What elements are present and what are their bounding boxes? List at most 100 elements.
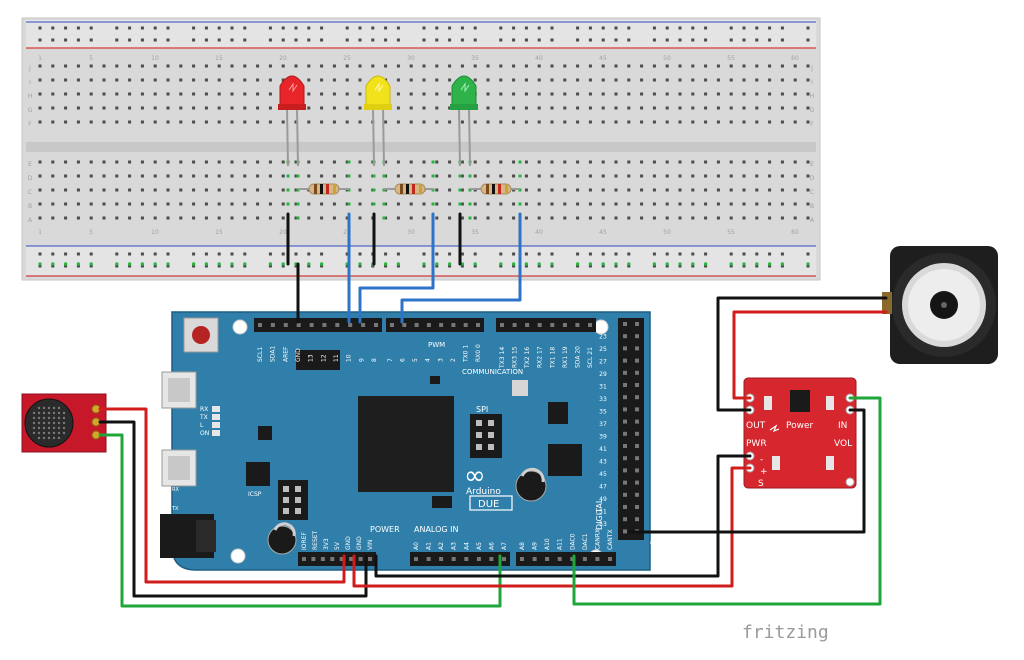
- breadboard-hole: [384, 120, 388, 124]
- breadboard-hole: [499, 120, 503, 124]
- pin-label: A7: [501, 542, 508, 550]
- breadboard-hole: [614, 252, 618, 256]
- breadboard-hole: [140, 92, 144, 96]
- breadboard-hole: [448, 64, 452, 68]
- breadboard-hole: [51, 202, 55, 206]
- breadboard-hole: [742, 264, 746, 268]
- breadboard-hole: [102, 188, 106, 192]
- breadboard-hole: [345, 92, 349, 96]
- arduino-logo: ∞ Arduino DUE: [464, 461, 513, 511]
- breadboard-hole: [307, 120, 311, 124]
- breadboard-hole: [729, 120, 733, 124]
- breadboard-hole: [550, 264, 554, 268]
- breadboard-hole: [691, 174, 695, 178]
- breadboard-hole: [806, 216, 810, 220]
- breadboard-hole: [256, 78, 260, 82]
- mic-mesh-dot: [37, 431, 41, 435]
- connected-hole: [614, 262, 618, 266]
- breadboard-hole: [576, 78, 580, 82]
- connected-hole: [115, 262, 119, 266]
- row-letter: D: [810, 175, 815, 182]
- breadboard-hole: [640, 106, 644, 110]
- breadboard-hole: [345, 106, 349, 110]
- breadboard-hole: [179, 64, 183, 68]
- breadboard-hole: [550, 26, 554, 30]
- breadboard-hole: [486, 78, 490, 82]
- breadboard-hole: [217, 160, 221, 164]
- breadboard-hole: [473, 64, 477, 68]
- breadboard-hole: [512, 92, 516, 96]
- breadboard-hole: [281, 202, 285, 206]
- breadboard-hole: [755, 252, 759, 256]
- breadboard-hole: [793, 174, 797, 178]
- column-number-bottom: 10: [151, 229, 159, 236]
- breadboard-hole: [460, 264, 464, 268]
- breadboard-hole: [588, 106, 592, 110]
- breadboard-hole: [435, 160, 439, 164]
- breadboard-hole: [51, 160, 55, 164]
- breadboard-hole: [294, 38, 298, 42]
- breadboard-hole: [576, 264, 580, 268]
- breadboard-hole: [320, 26, 324, 30]
- breadboard-hole: [166, 92, 170, 96]
- breadboard-hole: [358, 188, 362, 192]
- breadboard-hole: [473, 216, 477, 220]
- connected-hole: [217, 262, 221, 266]
- breadboard-hole: [614, 120, 618, 124]
- connected-hole: [588, 262, 592, 266]
- header-pin: [283, 323, 288, 327]
- breadboard-hole: [128, 106, 132, 110]
- breadboard-hole: [307, 78, 311, 82]
- connected-hole: [286, 188, 290, 192]
- header-pin: [258, 323, 262, 327]
- breadboard-hole: [614, 106, 618, 110]
- breadboard-hole: [460, 174, 464, 178]
- breadboard-hole: [550, 106, 554, 110]
- connected-hole: [320, 262, 324, 266]
- breadboard-hole: [588, 26, 592, 30]
- breadboard-hole: [742, 64, 746, 68]
- row-letter: E: [810, 161, 814, 168]
- breadboard-hole: [268, 78, 272, 82]
- breadboard-hole: [665, 26, 669, 30]
- breadboard-hole: [550, 202, 554, 206]
- mic-mesh-dot: [62, 431, 66, 435]
- breadboard-hole: [652, 26, 656, 30]
- breadboard-hole: [409, 160, 413, 164]
- breadboard-hole: [588, 216, 592, 220]
- header-pin: [635, 517, 639, 522]
- header-pin: [623, 334, 627, 339]
- breadboard-hole: [76, 26, 80, 30]
- breadboard-hole: [512, 174, 516, 178]
- header-pin: [623, 480, 627, 485]
- breadboard-hole: [243, 26, 247, 30]
- breadboard-hole: [524, 64, 528, 68]
- amp-minus-label: -: [760, 455, 763, 465]
- column-number-bottom: 50: [663, 229, 671, 236]
- header-pin: [361, 323, 366, 327]
- breadboard-hole: [588, 38, 592, 42]
- header-pin: [349, 557, 354, 561]
- breadboard-hole: [704, 38, 708, 42]
- breadboard-hole: [640, 120, 644, 124]
- breadboard-hole: [460, 26, 464, 30]
- breadboard-hole: [281, 216, 285, 220]
- breadboard-hole: [115, 188, 119, 192]
- breadboard-hole: [524, 78, 528, 82]
- digital-pin-number: 33: [599, 396, 607, 403]
- header-pin: [582, 557, 587, 561]
- header-pin: [623, 456, 627, 461]
- breadboard-hole: [422, 216, 426, 220]
- header-pin: [623, 444, 627, 448]
- breadboard-hole: [806, 38, 810, 42]
- connected-hole: [524, 262, 528, 266]
- breadboard-hole: [448, 188, 452, 192]
- breadboard-hole: [537, 264, 541, 268]
- breadboard-hole: [768, 120, 772, 124]
- breadboard-hole: [384, 160, 388, 164]
- mic-mesh-dot: [57, 431, 61, 435]
- connected-hole: [627, 262, 631, 266]
- breadboard-hole: [192, 64, 196, 68]
- breadboard-hole: [128, 160, 132, 164]
